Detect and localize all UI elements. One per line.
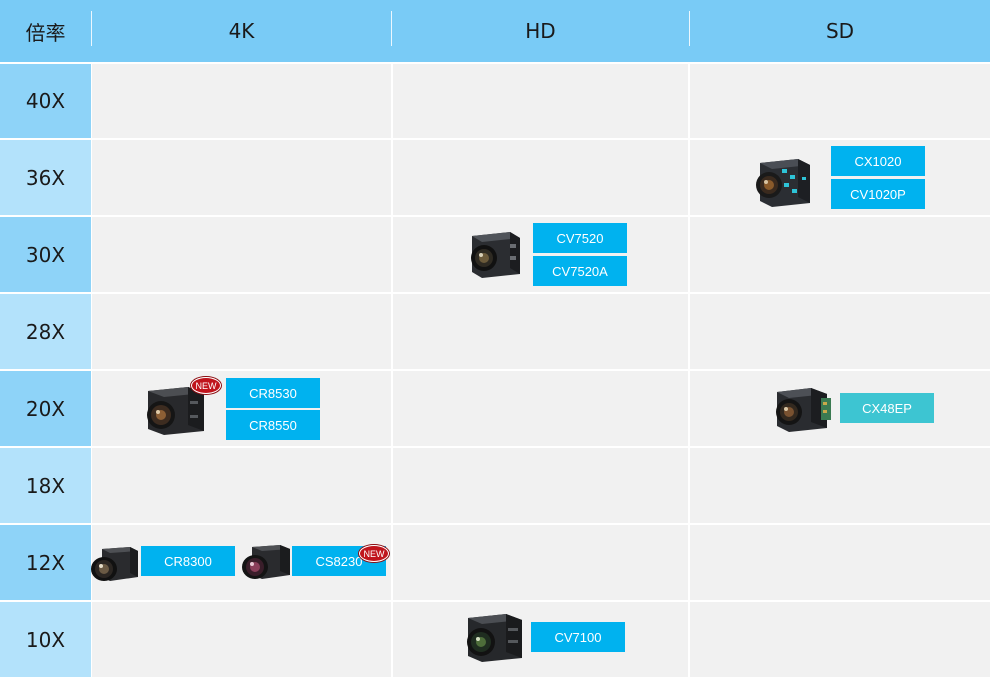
row-label-10x: 10X xyxy=(0,602,91,677)
table-cell xyxy=(690,217,990,292)
table-cell xyxy=(393,371,688,446)
row-label-18x: 18X xyxy=(0,448,91,523)
table-cell xyxy=(393,140,688,215)
table-cell xyxy=(690,64,990,138)
column-header-4k: 4K xyxy=(228,19,255,43)
camera-block-icon[interactable] xyxy=(142,381,208,439)
row-label-28x: 28X xyxy=(0,294,91,369)
row-label-20x: 20X xyxy=(0,371,91,446)
header-divider xyxy=(689,11,690,46)
product-button-cv1020p[interactable]: CV1020P xyxy=(831,179,925,209)
column-header-sd: SD xyxy=(825,19,855,43)
header-divider xyxy=(91,11,92,46)
row-label-30x: 30X xyxy=(0,217,91,292)
table-header: 倍率 4K HD SD xyxy=(0,0,990,62)
new-badge: NEW xyxy=(359,545,389,562)
table-cell xyxy=(92,602,391,677)
table-cell xyxy=(92,140,391,215)
product-button-cx48ep[interactable]: CX48EP xyxy=(840,393,934,423)
product-button-cr8530[interactable]: CR8530 xyxy=(226,378,320,408)
table-cell xyxy=(92,217,391,292)
product-button-cv7520[interactable]: CV7520 xyxy=(533,223,627,253)
header-divider xyxy=(391,11,392,46)
table-cell xyxy=(393,525,688,600)
table-cell xyxy=(393,448,688,523)
table-cell xyxy=(690,525,990,600)
camera-block-icon[interactable] xyxy=(240,541,292,583)
row-label-12x: 12X xyxy=(0,525,91,600)
camera-block-icon[interactable] xyxy=(466,228,524,282)
table-cell xyxy=(690,448,990,523)
table-cell xyxy=(92,448,391,523)
camera-block-icon[interactable] xyxy=(462,610,526,666)
product-button-cr8300[interactable]: CR8300 xyxy=(141,546,235,576)
table-cell xyxy=(92,294,391,369)
table-cell xyxy=(393,64,688,138)
product-button-cv7520a[interactable]: CV7520A xyxy=(533,256,627,286)
zoom-header: 倍率 xyxy=(25,20,66,45)
new-badge: NEW xyxy=(191,377,221,394)
row-label-40x: 40X xyxy=(0,64,91,138)
camera-block-icon[interactable] xyxy=(90,543,140,585)
row-label-36x: 36X xyxy=(0,140,91,215)
camera-block-icon[interactable] xyxy=(752,155,818,209)
product-button-cr8550[interactable]: CR8550 xyxy=(226,410,320,440)
table-cell xyxy=(690,294,990,369)
product-button-cv7100[interactable]: CV7100 xyxy=(531,622,625,652)
product-button-cx1020[interactable]: CX1020 xyxy=(831,146,925,176)
table-cell xyxy=(690,602,990,677)
table-cell xyxy=(92,64,391,138)
table-cell xyxy=(393,294,688,369)
column-header-hd: HD xyxy=(525,19,556,43)
camera-block-icon[interactable] xyxy=(771,384,837,436)
